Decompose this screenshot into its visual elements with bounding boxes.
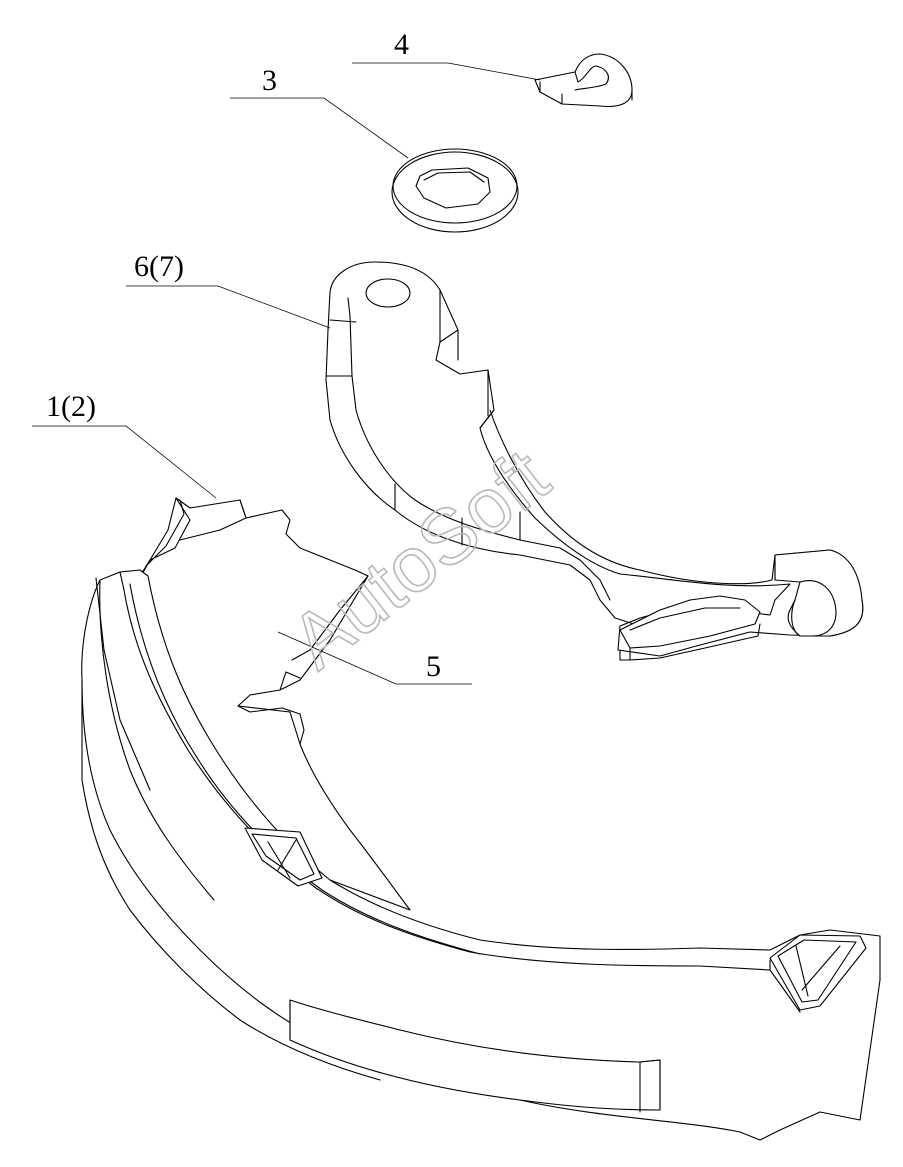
callout-label-3: 3 [262,64,277,97]
part-6-7-lever [325,261,864,661]
part-3-washer [391,148,519,233]
callout-label-4: 4 [394,28,409,61]
callout-label-5: 5 [426,650,441,683]
part-1-2-brake-shoe [81,497,881,1141]
callout-label-6-7: 6(7) [134,250,184,283]
callout-label-1-2: 1(2) [46,390,96,423]
part-4-u-clip [534,53,633,108]
callout-leaders [32,62,541,685]
